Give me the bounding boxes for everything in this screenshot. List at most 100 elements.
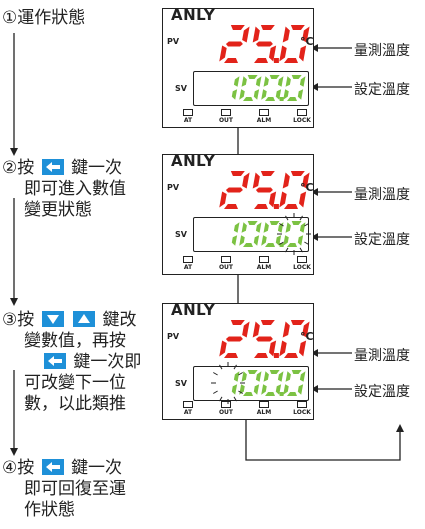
segment [263, 371, 269, 382]
segment [252, 26, 260, 43]
segment [283, 235, 289, 246]
segment [233, 76, 240, 87]
segment [225, 41, 243, 47]
segment [247, 221, 258, 225]
segment [224, 204, 238, 209]
segment [225, 336, 243, 342]
setting-temp-label-2: 設定溫度 [354, 232, 410, 248]
segment [239, 235, 245, 246]
segment [279, 340, 287, 357]
step-4-line-2: 即可回復至運 [24, 479, 126, 499]
segment [291, 75, 302, 79]
segment [291, 370, 302, 374]
segment [299, 76, 306, 87]
left-arrow-key-icon [44, 353, 66, 369]
segment [255, 336, 273, 342]
indicator-label: LOCK [293, 409, 311, 416]
step-2-text: ②按 鍵一次 即可進入數值 變更狀態 [2, 158, 126, 221]
step-3-line-4: 可改變下一位 [24, 373, 126, 393]
segment [263, 76, 269, 87]
segment [254, 353, 268, 358]
segment [275, 235, 282, 246]
segment [260, 320, 275, 325]
segment [263, 222, 269, 233]
step-2-line-3: 變更狀態 [24, 200, 92, 220]
up-arrow-key-icon [73, 311, 96, 327]
segment [231, 235, 238, 246]
segment [253, 235, 260, 246]
sv-digit [239, 221, 262, 247]
segment [297, 89, 304, 100]
indicator-label: OUT [218, 117, 234, 124]
indicator-at: AT [177, 109, 199, 124]
decimal-point [273, 353, 279, 358]
segment [279, 45, 287, 62]
pv-digit [279, 171, 310, 209]
indicator-lamp [183, 256, 193, 263]
indicator-label: ALM [256, 409, 272, 416]
segment [282, 172, 290, 189]
indicator-out: OUT [215, 256, 237, 271]
step-4-prefix: ④按 [2, 458, 35, 478]
segment [241, 371, 247, 382]
segment [298, 340, 307, 357]
indicator-label: AT [183, 409, 193, 416]
segment [298, 191, 307, 208]
down-arrow-key-icon [41, 311, 64, 327]
indicator-label: AT [183, 264, 193, 271]
segment [285, 371, 291, 382]
step-2-prefix: ②按 [2, 158, 35, 178]
indicator-label: LOCK [293, 117, 311, 124]
step-3-prefix: ③按 [2, 310, 35, 330]
pv-digits [219, 171, 310, 209]
segment [283, 89, 289, 100]
segment [268, 45, 277, 62]
indicator-lamp [221, 401, 231, 408]
left-arrow-key-icon [41, 159, 64, 175]
indicator-lamp [221, 109, 231, 116]
segment [219, 191, 227, 208]
segment [290, 171, 305, 176]
segment [230, 25, 245, 30]
indicator-lamp [221, 256, 231, 263]
segment [268, 191, 277, 208]
pv-digit [219, 320, 250, 358]
segment [254, 58, 268, 63]
sv-digits [211, 362, 306, 404]
segment [265, 243, 275, 247]
setting-temp-label-1: 設定溫度 [354, 82, 410, 98]
left-arrow-key-icon [41, 459, 64, 475]
sv-digit [231, 222, 240, 246]
pv-digits [219, 25, 310, 63]
step-3-text: ③按 鍵改 變數值，再按 鍵一次即 可改變下一位 數，以此類推 [2, 310, 141, 415]
decimal-point [273, 204, 279, 209]
sv-digit [231, 371, 240, 395]
measured-temp-label-2: 量測溫度 [354, 187, 410, 203]
celsius-unit: °C [300, 181, 314, 194]
indicator-label: LOCK [293, 264, 311, 271]
segment [255, 187, 273, 193]
segment [299, 222, 306, 233]
segment [243, 243, 253, 247]
segment [290, 25, 305, 30]
segment [219, 45, 227, 62]
step-3-line-5: 數，以此類推 [24, 394, 126, 414]
segment [269, 370, 280, 374]
sv-label: SV [175, 230, 187, 239]
decimal-point [279, 97, 284, 101]
segment [284, 353, 298, 358]
brand-logo: ANLY [171, 152, 216, 170]
segment [231, 89, 238, 100]
indicator-lamp [183, 109, 193, 116]
step-2-line-1: ②按 鍵一次 [2, 158, 126, 179]
segment [290, 320, 305, 325]
segment [252, 321, 260, 338]
sv-digit [239, 75, 262, 101]
segment [247, 370, 258, 374]
segment [277, 76, 284, 87]
segment [255, 222, 262, 233]
sv-digit [283, 370, 306, 396]
segment [255, 371, 262, 382]
sv-digit [261, 370, 284, 396]
